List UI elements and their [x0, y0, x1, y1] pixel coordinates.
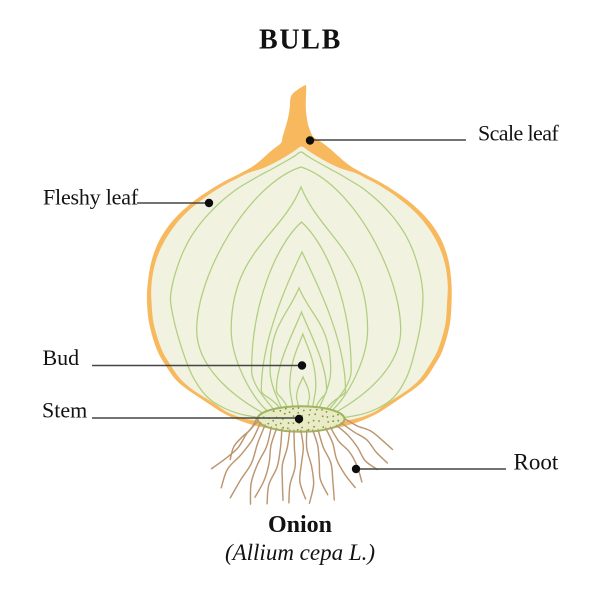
svg-text:Root: Root [514, 450, 559, 475]
svg-text:Onion: Onion [268, 512, 332, 538]
svg-text:Fleshy leaf: Fleshy leaf [43, 185, 139, 210]
svg-text:Bud: Bud [43, 345, 80, 370]
svg-text:Stem: Stem [42, 398, 87, 423]
svg-text:(Allium cepa L.): (Allium cepa L.) [225, 540, 375, 565]
svg-text:Scale leaf: Scale leaf [478, 121, 559, 146]
svg-text:BULB: BULB [259, 25, 342, 56]
